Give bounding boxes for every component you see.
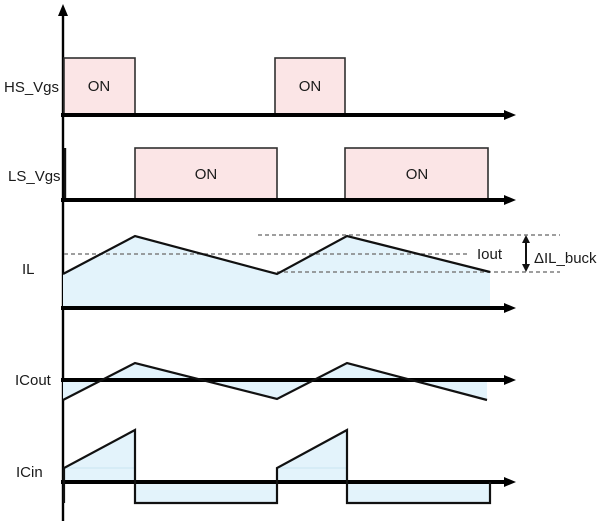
- ls-pulse-2-label: ON: [406, 166, 429, 183]
- icin-fill-ramp-2: [277, 430, 347, 482]
- delta-il-buck-label: ΔIL_buck: [534, 250, 597, 267]
- row-label-icin: ICin: [16, 464, 43, 481]
- row-label-icout: ICout: [15, 372, 52, 389]
- ls-pulse-1-label: ON: [195, 166, 218, 183]
- hs-vgs-pulse-2: [274, 57, 346, 116]
- iout-label: Iout: [477, 246, 503, 263]
- il-current-waveform: [62, 234, 491, 276]
- icin-waveform: [62, 428, 492, 505]
- icin-fill-neg-1: [135, 482, 277, 503]
- ls-vgs-pulse-2: [344, 147, 489, 201]
- icin-fill-ramp-1: [63, 430, 135, 482]
- row-label-il: IL: [22, 261, 35, 278]
- hs-pulse-2-label: ON: [299, 78, 322, 95]
- row-label-hs-vgs: HS_Vgs: [4, 79, 59, 96]
- row-label-ls-vgs: LS_Vgs: [8, 168, 61, 185]
- icin-fill-neg-2: [347, 482, 490, 503]
- hs-pulse-1-label: ON: [88, 78, 111, 95]
- ls-vgs-pulse-1: [134, 147, 278, 201]
- icout-waveform: [62, 361, 488, 402]
- icout-fill-4: [314, 363, 411, 380]
